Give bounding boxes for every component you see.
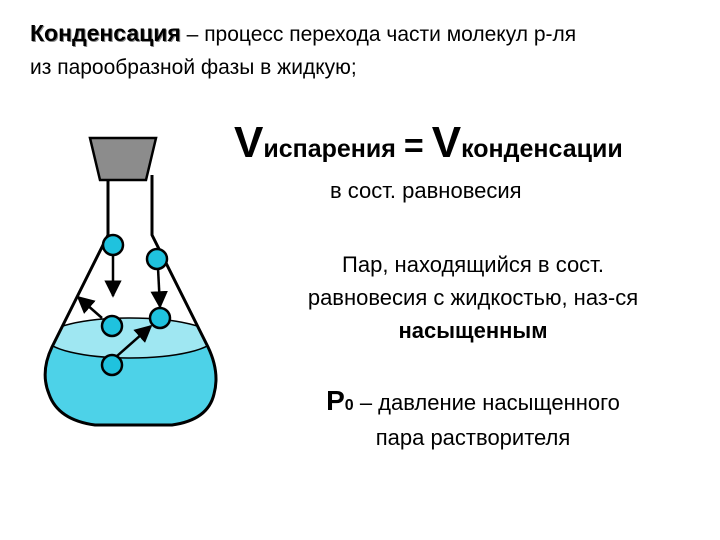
pressure-symbol: P	[326, 385, 345, 416]
equilibrium-condition: в сост. равновесия	[330, 178, 522, 203]
liquid	[45, 317, 217, 425]
pressure-definition: P0 – давление насыщенного пара растворит…	[278, 385, 668, 454]
formula-equals: =	[403, 127, 424, 165]
definition-dash: –	[180, 23, 205, 46]
saturated-term: насыщенным	[398, 318, 548, 343]
molecule-vapor-left	[101, 233, 125, 257]
definition-text-1: процесс перехода части молекул р-ля	[204, 23, 577, 46]
stopper	[88, 136, 158, 182]
molecule-liquid	[100, 353, 124, 377]
arrow-evaporation-left	[76, 295, 103, 319]
formula-sub-right: конденсации	[461, 135, 623, 163]
pressure-text-1: – давление насыщенного	[353, 390, 620, 415]
molecule-vapor-right	[145, 247, 169, 271]
molecule-surface-left	[100, 314, 124, 338]
definition-line-1: Конденсация – процесс перехода части мол…	[30, 20, 576, 47]
formula-v-left: V	[234, 118, 264, 167]
molecule-surface-right	[148, 306, 172, 330]
definition-text-2: из парообразной фазы в жидкую;	[30, 56, 357, 79]
rate-equality-formula: Vиспарения=Vконденсации	[234, 118, 623, 168]
formula-v-right: V	[431, 118, 462, 167]
saturated-line-1: Пар, находящийся в сост.	[342, 252, 604, 277]
saturated-vapor-definition: Пар, находящийся в сост. равновесия с жи…	[262, 248, 684, 347]
flask-outline	[43, 175, 218, 427]
arrow-evaporation-diagonal	[116, 324, 153, 357]
formula-sub-left: испарения	[263, 135, 396, 163]
arrow-condensation-right	[150, 267, 168, 309]
pressure-subscript: 0	[344, 397, 354, 414]
pressure-text-2: пара растворителя	[375, 425, 571, 450]
definition-term: Конденсация	[30, 20, 181, 46]
saturated-line-2: равновесия с жидкостью, наз-ся	[307, 285, 639, 310]
